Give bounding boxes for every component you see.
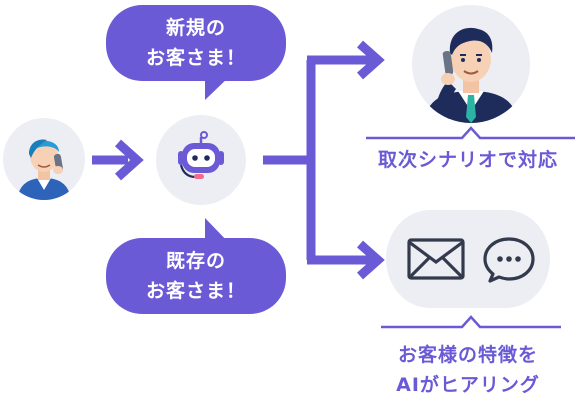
- bubble-existing-line2: お客さま！: [145, 280, 246, 302]
- arrow-head-top: [357, 40, 385, 80]
- label-ai-hearing-line1: お客様の特徴を: [397, 344, 538, 366]
- label-bracket-bottom: [381, 315, 561, 329]
- caller-avatar: [3, 118, 85, 200]
- label-ai-hearing-line2: AIがヒアリング: [396, 374, 540, 396]
- arrow-head-caller-to-bot: [114, 139, 144, 181]
- chat-bubble-icon: [483, 237, 535, 283]
- businessman-icon: [424, 27, 518, 123]
- bot-avatar: [156, 115, 246, 205]
- bubble-new-line2: お客さま！: [145, 47, 246, 69]
- bot-icon: [178, 131, 224, 179]
- arrow-head-bottom: [357, 240, 385, 280]
- caller-person-icon: [17, 139, 71, 200]
- mail-icon: [407, 238, 465, 280]
- bubble-new-line1: 新規の: [165, 17, 226, 39]
- label-bracket-top: [366, 126, 575, 140]
- bubble-new-customer: 新規の お客さま！: [106, 5, 286, 81]
- businessman-avatar: [412, 5, 530, 123]
- bubble-existing-line1: 既存の: [165, 250, 226, 272]
- label-ai-hearing: お客様の特徴を AIがヒアリング: [356, 340, 580, 400]
- label-transfer-scenario: 取次シナリオで対応: [377, 149, 558, 171]
- bubble-existing-customer: 既存の お客さま！: [106, 238, 286, 314]
